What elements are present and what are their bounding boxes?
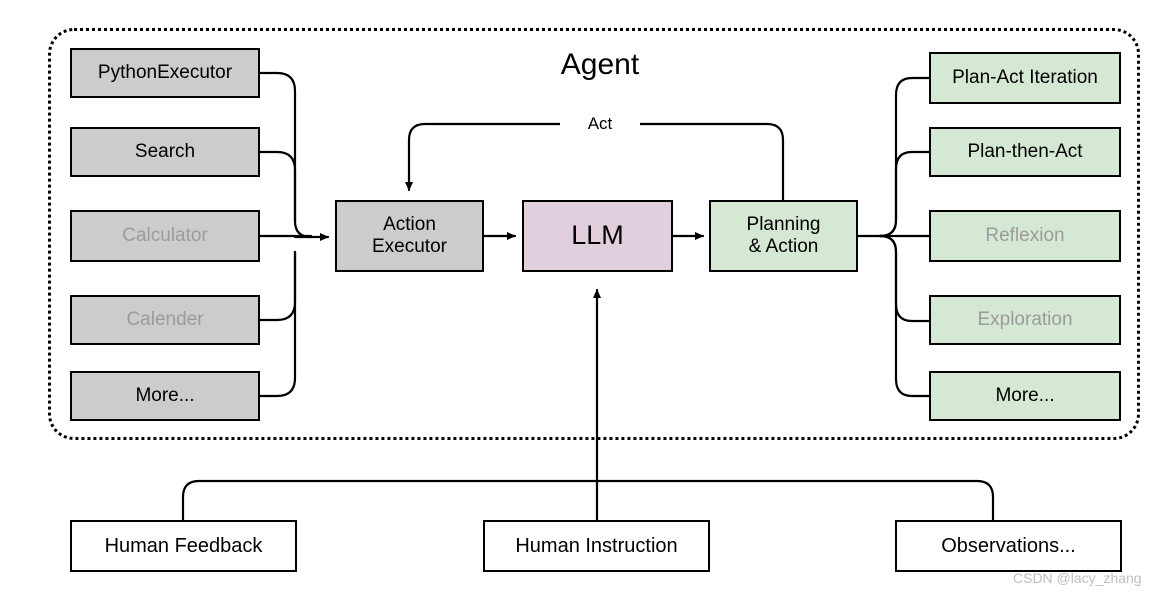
edge-label-act: Act bbox=[560, 114, 640, 134]
tool-label: Search bbox=[134, 141, 196, 163]
tool-label: PythonExecutor bbox=[97, 62, 233, 84]
strategy-label: More... bbox=[995, 385, 1055, 407]
page-title: Agent bbox=[560, 48, 640, 81]
pipeline-box-llm[interactable]: LLM bbox=[522, 200, 673, 272]
strategy-box-plan-act-iteration[interactable]: Plan-Act Iteration bbox=[929, 52, 1121, 104]
strategy-box-exploration[interactable]: Exploration bbox=[929, 295, 1121, 345]
pipeline-label-line2: & Action bbox=[748, 236, 819, 257]
tool-label: Calculator bbox=[122, 225, 208, 247]
tool-label: Calender bbox=[126, 309, 204, 331]
pipeline-label-llm: LLM bbox=[571, 220, 624, 251]
watermark: CSDN @lacy_zhang bbox=[1013, 570, 1142, 586]
pipeline-label-line2: Executor bbox=[372, 236, 447, 257]
strategy-box-more[interactable]: More... bbox=[929, 371, 1121, 421]
agent-boundary bbox=[48, 28, 1140, 440]
tool-box-calculator[interactable]: Calculator bbox=[70, 210, 260, 262]
input-box-human-feedback[interactable]: Human Feedback bbox=[70, 520, 297, 572]
input-label: Human Feedback bbox=[104, 534, 263, 557]
strategy-box-plan-then-act[interactable]: Plan-then-Act bbox=[929, 127, 1121, 177]
input-box-observations[interactable]: Observations... bbox=[895, 520, 1122, 572]
tool-box-calender[interactable]: Calender bbox=[70, 295, 260, 345]
pipeline-label-line1: Action bbox=[383, 214, 436, 236]
strategy-box-reflexion[interactable]: Reflexion bbox=[929, 210, 1121, 262]
tool-box-search[interactable]: Search bbox=[70, 127, 260, 177]
pipeline-box-planning-and-action[interactable]: Planning & Action bbox=[709, 200, 858, 272]
strategy-label: Exploration bbox=[977, 309, 1073, 331]
input-label: Observations... bbox=[941, 534, 1076, 557]
tool-label: More... bbox=[135, 385, 195, 407]
strategy-label: Reflexion bbox=[985, 225, 1065, 247]
input-box-human-instruction[interactable]: Human Instruction bbox=[483, 520, 710, 572]
strategy-label: Plan-Act Iteration bbox=[952, 67, 1098, 89]
tool-box-pythonexecutor[interactable]: PythonExecutor bbox=[70, 48, 260, 98]
strategy-label: Plan-then-Act bbox=[967, 141, 1083, 163]
pipeline-box-action-executor[interactable]: Action Executor bbox=[335, 200, 484, 272]
tool-box-more[interactable]: More... bbox=[70, 371, 260, 421]
pipeline-label-line1: Planning bbox=[746, 214, 821, 236]
input-label: Human Instruction bbox=[515, 534, 678, 557]
